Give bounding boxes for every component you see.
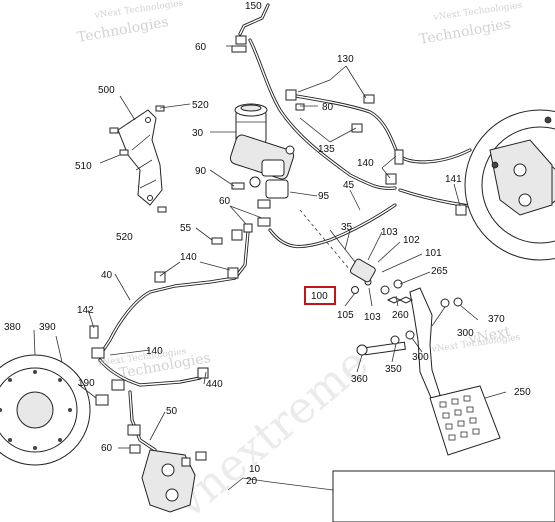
callout-510: 510 bbox=[75, 161, 92, 172]
callout-500: 500 bbox=[98, 85, 115, 96]
callout-135: 135 bbox=[318, 144, 335, 155]
callout-260: 260 bbox=[392, 310, 409, 321]
callout-265: 265 bbox=[431, 266, 448, 277]
callout-300-right: 300 bbox=[457, 328, 474, 339]
callout-105: 105 bbox=[337, 310, 354, 321]
callout-103-top: 103 bbox=[381, 227, 398, 238]
right-brake-disc bbox=[464, 109, 555, 261]
callout-380: 380 bbox=[4, 322, 21, 333]
callout-60-bottom: 60 bbox=[101, 443, 113, 454]
callout-190: 190 bbox=[78, 378, 95, 389]
callout-45: 45 bbox=[343, 180, 355, 191]
callout-101: 101 bbox=[425, 248, 442, 259]
callout-140-mid: 140 bbox=[180, 252, 197, 263]
pushrod bbox=[299, 209, 376, 283]
callout-300-lower: 300 bbox=[412, 352, 429, 363]
callout-90: 90 bbox=[195, 166, 207, 177]
brake-pedal bbox=[351, 278, 501, 456]
callout-35: 35 bbox=[341, 222, 353, 233]
callout-55: 55 bbox=[180, 223, 192, 234]
callout-150: 150 bbox=[245, 1, 262, 12]
info-box bbox=[332, 470, 555, 522]
callout-60: 60 bbox=[195, 42, 207, 53]
callout-360: 360 bbox=[351, 374, 368, 385]
callout-80: 80 bbox=[322, 102, 334, 113]
callout-520-left: 520 bbox=[116, 232, 133, 243]
callout-10: 10 bbox=[249, 464, 261, 475]
callout-390: 390 bbox=[39, 322, 56, 333]
left-caliper bbox=[141, 449, 196, 513]
callout-50: 50 bbox=[166, 406, 178, 417]
callout-130: 130 bbox=[337, 54, 354, 65]
callout-440: 440 bbox=[206, 379, 223, 390]
callout-142: 142 bbox=[77, 305, 94, 316]
callout-100: 100 bbox=[311, 291, 328, 302]
watermark-2b: Technologies bbox=[418, 16, 512, 48]
callout-20: 20 bbox=[246, 476, 258, 487]
watermark-1: vNext Technologies bbox=[93, 0, 184, 21]
highlight-box-100 bbox=[304, 286, 336, 305]
callout-95: 95 bbox=[318, 191, 330, 202]
callout-141: 141 bbox=[445, 174, 462, 185]
fittings bbox=[89, 35, 467, 461]
callout-250: 250 bbox=[514, 387, 531, 398]
callout-140-lower: 140 bbox=[146, 346, 163, 357]
master-cylinder bbox=[229, 103, 295, 209]
left-brake-disc bbox=[0, 354, 91, 466]
callout-370: 370 bbox=[488, 314, 505, 325]
callout-30: 30 bbox=[192, 128, 204, 139]
callout-labels: 150 60 130 500 520 80 30 135 510 90 95 1… bbox=[4, 1, 531, 487]
callout-40: 40 bbox=[101, 270, 113, 281]
callout-103-bottom: 103 bbox=[364, 312, 381, 323]
mounting-bracket bbox=[109, 105, 167, 213]
leader-lines bbox=[33, 45, 507, 491]
callout-520: 520 bbox=[192, 100, 209, 111]
callout-102: 102 bbox=[403, 235, 420, 246]
watermark-1b: Technologies bbox=[76, 14, 170, 46]
callout-60-mid: 60 bbox=[219, 196, 231, 207]
callout-350: 350 bbox=[385, 364, 402, 375]
callout-140-right: 140 bbox=[357, 158, 374, 169]
